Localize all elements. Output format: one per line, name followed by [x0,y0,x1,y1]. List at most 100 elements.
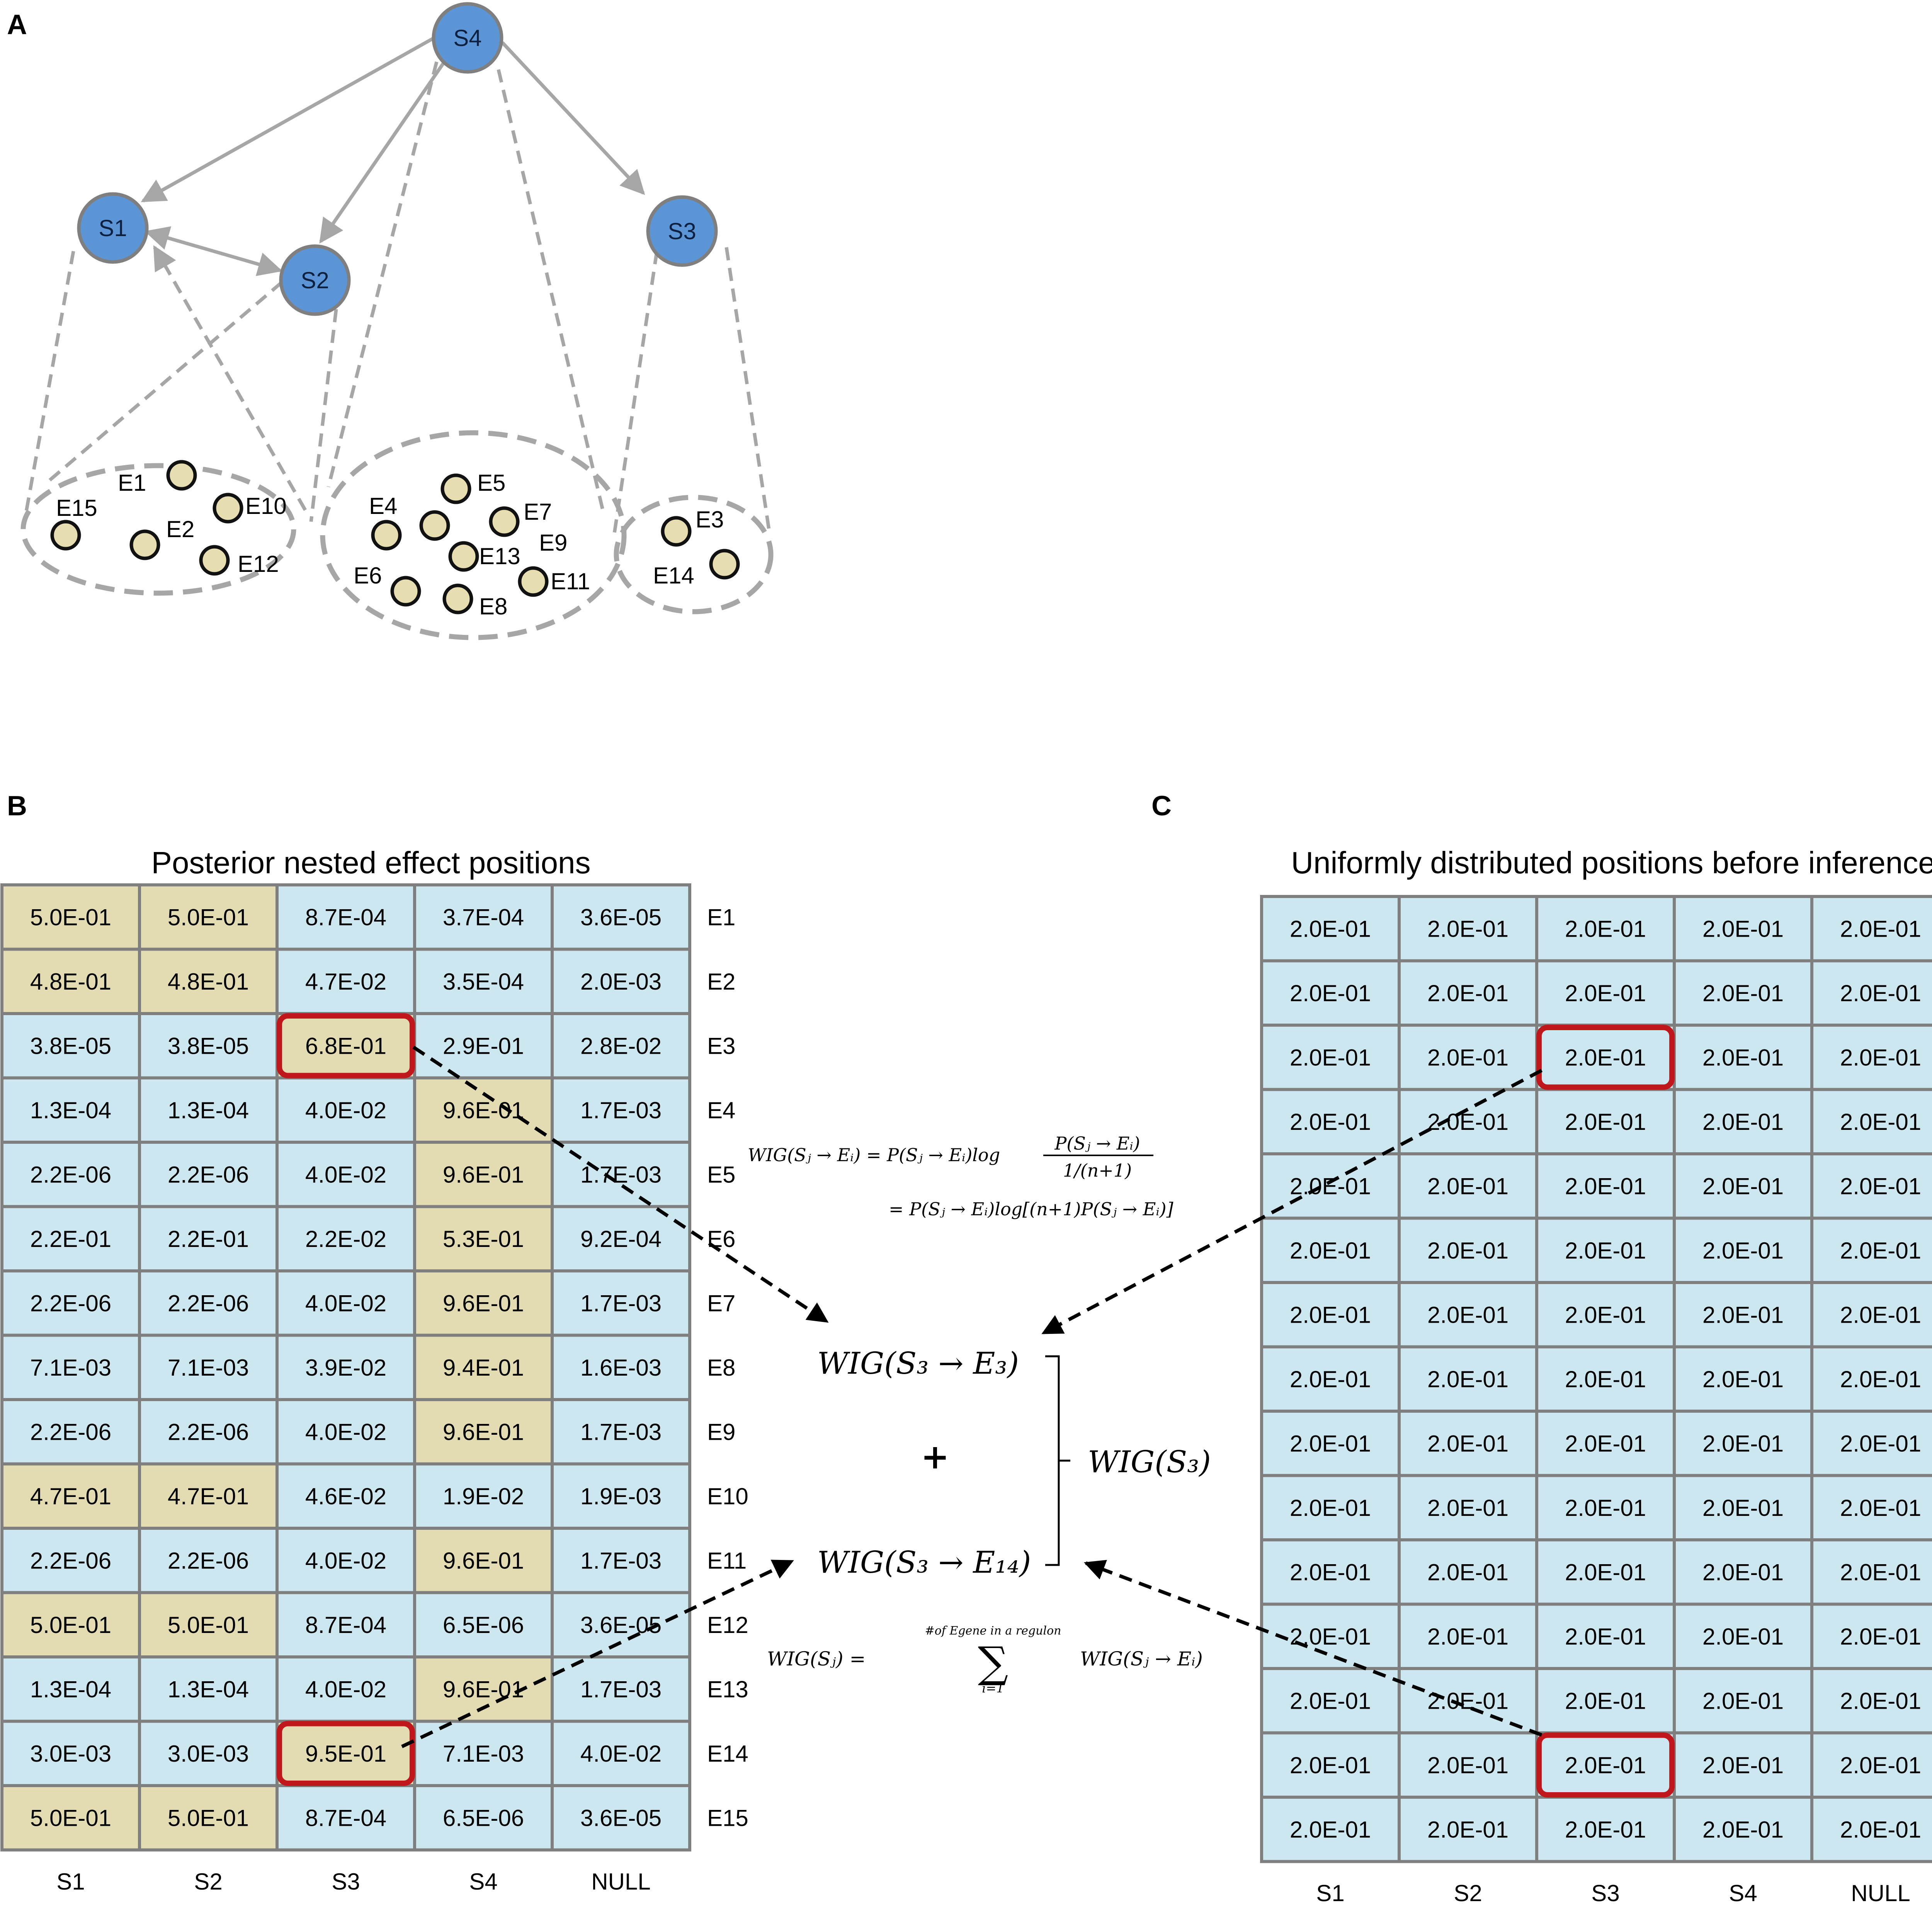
wig-s3-e3: WIG(S₃ → E₃) [817,1346,1019,1381]
sum-lhs: WIG(Sⱼ) = [767,1648,866,1670]
table-cell: 2.0E-01 [1535,895,1676,963]
effect-gene-label: E8 [479,594,507,619]
cell-value: 2.0E-01 [1427,1752,1509,1778]
cell-value: 2.0E-01 [1290,1495,1371,1521]
table-cell: 2.0E-01 [1398,1474,1538,1541]
cell-value: 8.7E-04 [305,1805,386,1831]
cell-value: 4.8E-01 [30,969,111,995]
table-cell: 6.5E-06 [413,1784,554,1852]
table-cell: 5.0E-01 [0,883,141,951]
table-cell: 3.0E-03 [0,1720,141,1787]
table-c-column-label: S3 [1591,1880,1619,1905]
cell-value: 2.0E-01 [1702,1044,1784,1070]
table-cell: 4.0E-02 [276,1398,416,1466]
cell-value: 9.6E-01 [443,1162,524,1187]
table-b-row-label: E14 [707,1741,748,1767]
cell-value: 4.0E-02 [305,1290,386,1316]
cell-value: 2.0E-01 [1565,1688,1646,1714]
effect-gene-e6: E6 [354,563,421,607]
cell-value: 3.8E-05 [30,1033,111,1059]
cell-value: 2.0E-01 [1840,1366,1921,1392]
effect-gene-label: E10 [245,493,287,519]
effect-gene-e1: E1 [118,460,197,496]
table-cell: 3.0E-03 [138,1720,279,1787]
panel-label-c: C [1151,791,1172,822]
cell-value: 2.0E-01 [1565,1109,1646,1135]
table-cell: 4.0E-02 [276,1655,416,1723]
sum-symbol: ∑ [978,1638,1009,1687]
cell-value: 2.0E-01 [1290,1430,1371,1456]
cell-value: 2.8E-02 [580,1033,662,1059]
cell-value: 2.0E-01 [1702,980,1784,1006]
effect-gene-label: E5 [477,470,505,496]
cell-value: 1.9E-02 [443,1483,524,1509]
cell-value: 2.0E-01 [1427,1624,1509,1650]
table-b-column-label: S3 [332,1869,360,1895]
table-cell: 2.0E-01 [1260,895,1401,963]
table-cell: 2.9E-01 [413,1012,554,1080]
cell-value: 2.0E-01 [1702,1495,1784,1521]
cell-value: 4.0E-02 [305,1548,386,1573]
cell-value: 3.0E-03 [168,1741,249,1767]
cell-value: 2.0E-01 [1702,1109,1784,1135]
cell-value: 4.0E-02 [580,1741,662,1767]
table-cell: 2.0E-01 [1398,1281,1538,1349]
wig-fraction-denominator: 1/(n+1) [1063,1160,1132,1181]
cell-value: 2.0E-01 [1290,1109,1371,1135]
table-cell: 2.2E-06 [0,1527,141,1594]
wig-s3-total: WIG(S₃) [1088,1445,1211,1480]
sum-upper-limit: #of Egene in a regulon [925,1624,1061,1638]
table-cell: 2.2E-06 [138,1527,279,1594]
table-cell: 4.8E-01 [0,947,141,1015]
effect-gene-label: E14 [653,563,694,589]
cell-value: 8.7E-04 [305,1612,386,1638]
cell-value: 2.0E-01 [1427,1044,1509,1070]
signal-node-label: S1 [99,215,127,241]
table-cell: 2.0E-01 [1260,1024,1401,1091]
cell-value: 5.3E-01 [443,1226,524,1252]
effect-gene-label: E9 [539,530,567,556]
cell-value: 2.0E-01 [1565,1173,1646,1199]
table-cell: 2.0E-01 [1398,959,1538,1027]
table-b-row-label: E4 [707,1097,735,1123]
table-cell: 2.0E-01 [1260,1281,1401,1349]
cell-value: 4.7E-02 [305,969,386,995]
cell-value: 1.3E-04 [30,1097,111,1123]
table-cell: 2.0E-01 [1398,1667,1538,1735]
effect-gene-label: E2 [166,516,194,542]
table-cell: 1.6E-03 [551,1334,691,1401]
cell-value: 2.0E-01 [1840,1495,1921,1521]
cell-value: 4.0E-02 [305,1676,386,1702]
table-cell: 1.3E-04 [138,1076,279,1144]
table-cell: 2.0E-01 [1260,1538,1401,1606]
table-b-row-label: E11 [707,1548,747,1573]
table-cell: 2.0E-01 [1260,959,1401,1027]
cell-value: 2.0E-01 [1427,1109,1509,1135]
cell-value: 2.0E-01 [1565,1752,1646,1778]
table-cell: 2.0E-01 [1810,1410,1932,1477]
table-cell: 2.0E-01 [1398,1345,1538,1413]
table-cell: 2.0E-01 [1535,1345,1676,1413]
table-cell: 2.0E-01 [1673,1602,1813,1670]
table-cell: 8.7E-04 [276,883,416,951]
table-b-highlight-box [277,1721,415,1786]
table-cell: 3.6E-05 [551,883,691,951]
table-cell: 2.0E-01 [1810,1474,1932,1541]
table-c-column-label: NULL [1851,1880,1910,1905]
table-cell: 2.0E-01 [1398,1796,1538,1863]
table-cell: 1.7E-03 [551,1141,691,1208]
table-cell: 2.0E-01 [1810,895,1932,963]
table-cell: 2.2E-01 [138,1205,279,1272]
table-cell: 5.0E-01 [0,1784,141,1852]
table-cell: 1.7E-03 [551,1655,691,1723]
cell-value: 9.6E-01 [443,1419,524,1445]
cell-value: 6.5E-06 [443,1612,524,1638]
table-cell: 2.2E-06 [0,1141,141,1208]
cell-value: 2.0E-01 [1427,1430,1509,1456]
table-cell: 4.0E-02 [276,1527,416,1594]
table-b-row-label: E8 [707,1355,735,1381]
table-cell: 2.0E-01 [1535,1024,1676,1091]
cell-value: 5.0E-01 [168,1805,249,1831]
